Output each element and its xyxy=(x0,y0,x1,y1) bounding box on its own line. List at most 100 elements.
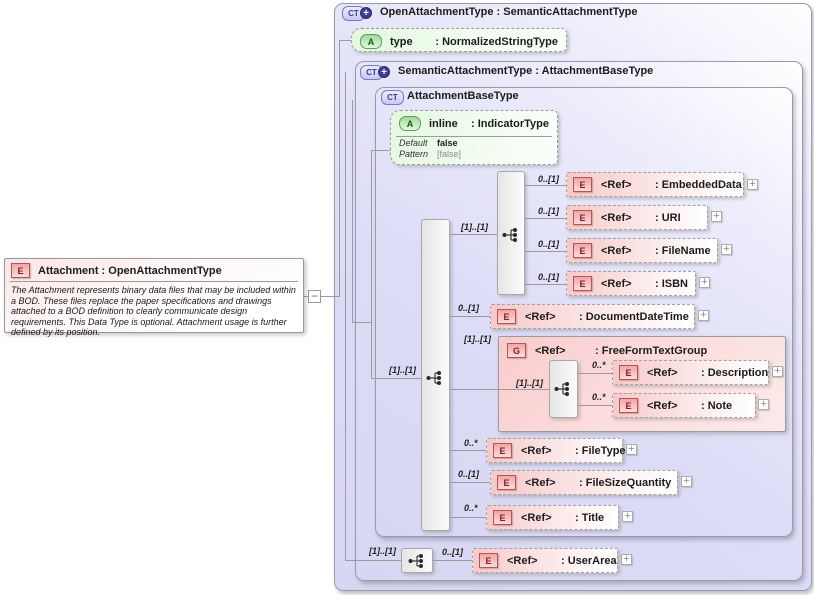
expand-icon-filetype[interactable]: + xyxy=(626,444,637,455)
cardinality-note: 0..* xyxy=(592,392,606,402)
connector-line xyxy=(371,150,372,378)
expand-icon-documentdatetime[interactable]: + xyxy=(698,310,709,321)
element-type: : EmbeddedData xyxy=(655,178,742,191)
element-note[interactable]: E <Ref> : Note xyxy=(612,393,756,418)
element-documentdatetime[interactable]: E <Ref> : DocumentDateTime xyxy=(490,304,695,329)
element-icon: E xyxy=(573,177,592,192)
connector-line xyxy=(352,322,371,323)
element-ref: <Ref> xyxy=(525,310,556,323)
element-description[interactable]: E <Ref> : Description xyxy=(612,360,769,385)
sequence-bar-group xyxy=(549,360,578,418)
element-ref: <Ref> xyxy=(601,178,632,191)
attribute-inline-datatype: : IndicatorType xyxy=(470,117,549,130)
attribute-icon: A xyxy=(399,116,421,131)
element-ref: <Ref> xyxy=(525,476,556,489)
element-embeddeddata[interactable]: E <Ref> : EmbeddedData xyxy=(566,172,744,197)
facet-default-value: false xyxy=(437,138,458,148)
connector-line xyxy=(450,234,497,235)
element-type: : UserArea xyxy=(561,554,617,567)
element-filesizequantity[interactable]: E <Ref> : FileSizeQuantity xyxy=(490,470,678,495)
element-isbn[interactable]: E <Ref> : ISBN xyxy=(566,271,696,296)
connector-line xyxy=(450,482,490,483)
connector-line xyxy=(525,185,566,186)
element-userarea[interactable]: E <Ref> : UserArea xyxy=(472,548,618,573)
connector-line xyxy=(525,251,566,252)
container-title-semanticattachmenttype: SemanticAttachmentType : AttachmentBaseT… xyxy=(398,65,654,77)
container-title-attachmentbasetype: AttachmentBaseType xyxy=(407,90,519,102)
complextype-derived-icon: CT + xyxy=(342,6,372,21)
connector-line xyxy=(345,560,401,561)
element-attachment-header: E Attachment : OpenAttachmentType xyxy=(5,259,303,281)
expand-icon-uri[interactable]: + xyxy=(711,211,722,222)
complextype-derived-icon: CT + xyxy=(360,65,390,80)
facet-pattern-label: Pattern xyxy=(399,149,429,159)
connector-line xyxy=(345,72,346,560)
attribute-inline[interactable]: A inline : IndicatorType Default false P… xyxy=(390,110,558,165)
expand-icon-isbn[interactable]: + xyxy=(699,277,710,288)
element-title[interactable]: E <Ref> : Title xyxy=(486,505,619,530)
element-icon: E xyxy=(479,553,498,568)
cardinality-title: 0..* xyxy=(464,503,478,513)
connector-line xyxy=(450,316,490,317)
element-icon: E xyxy=(493,510,512,525)
cardinality-userarea: 0..[1] xyxy=(442,547,464,557)
connector-line xyxy=(339,40,340,297)
element-icon: E xyxy=(497,475,516,490)
expand-icon-title[interactable]: + xyxy=(622,511,633,522)
cardinality-filetype: 0..* xyxy=(464,438,478,448)
element-attachment-title: Attachment : OpenAttachmentType xyxy=(38,264,222,277)
element-type: : Note xyxy=(701,399,733,412)
expand-icon-embeddeddata[interactable]: + xyxy=(747,179,758,190)
complextype-icon: CT xyxy=(381,90,404,105)
attribute-type[interactable]: A type : NormalizedStringType xyxy=(351,28,567,52)
group-ref: <Ref> xyxy=(535,344,566,357)
element-attachment-documentation: The Attachment represents binary data fi… xyxy=(11,285,296,337)
cardinality-embeddeddata: 0..[1] xyxy=(538,174,560,184)
element-type: : FileSizeQuantity xyxy=(579,476,672,489)
connector-line xyxy=(371,378,421,379)
cardinality-isbn: 0..[1] xyxy=(538,272,560,282)
facet-pattern: Pattern [false] xyxy=(391,149,557,160)
connector-line xyxy=(433,560,472,561)
expand-icon-userarea[interactable]: + xyxy=(621,554,632,565)
element-icon: E xyxy=(573,210,592,225)
derived-plus-icon: + xyxy=(378,66,390,78)
collapse-icon-attachment[interactable]: − xyxy=(308,290,321,303)
element-attachment[interactable]: E Attachment : OpenAttachmentType The At… xyxy=(4,258,304,337)
cardinality-refs-sequence: [1]..[1] xyxy=(461,222,488,232)
element-type: : ISBN xyxy=(655,277,688,290)
element-uri[interactable]: E <Ref> : URI xyxy=(566,205,708,230)
complextype-letter: CT xyxy=(387,93,398,102)
expand-icon-note[interactable]: + xyxy=(758,399,769,410)
connector-line xyxy=(525,284,566,285)
element-icon: E xyxy=(619,398,638,413)
element-filename[interactable]: E <Ref> : FileName xyxy=(566,238,718,263)
element-icon: E xyxy=(493,443,512,458)
element-ref: <Ref> xyxy=(507,554,538,567)
complextype-letter: CT xyxy=(348,9,359,18)
connector-line xyxy=(352,100,353,322)
expand-icon-filename[interactable]: + xyxy=(721,244,732,255)
element-ref: <Ref> xyxy=(601,244,632,257)
element-type: : FileName xyxy=(655,244,711,257)
expand-icon-filesizequantity[interactable]: + xyxy=(681,476,692,487)
cardinality-filesizequantity: 0..[1] xyxy=(458,469,480,479)
cardinality-filename: 0..[1] xyxy=(538,239,560,249)
sequence-icon xyxy=(554,382,569,396)
expand-icon-description[interactable]: + xyxy=(772,366,783,377)
cardinality-description: 0..* xyxy=(592,360,606,370)
element-type: : FileType xyxy=(575,444,626,457)
sequence-icon xyxy=(502,228,517,242)
connector-line xyxy=(578,373,612,374)
cardinality-group-sequence: [1]..[1] xyxy=(516,378,543,388)
attribute-type-datatype: : NormalizedStringType xyxy=(435,35,558,48)
element-filetype[interactable]: E <Ref> : FileType xyxy=(486,438,626,463)
complextype-letter: CT xyxy=(366,68,377,77)
element-icon: E xyxy=(619,365,638,380)
element-icon: E xyxy=(573,243,592,258)
cardinality-userarea-sequence: [1]..[1] xyxy=(369,546,396,556)
divider xyxy=(10,281,298,282)
group-icon: G xyxy=(507,343,526,358)
container-title-openattachmenttype: OpenAttachmentType : SemanticAttachmentT… xyxy=(380,6,638,18)
